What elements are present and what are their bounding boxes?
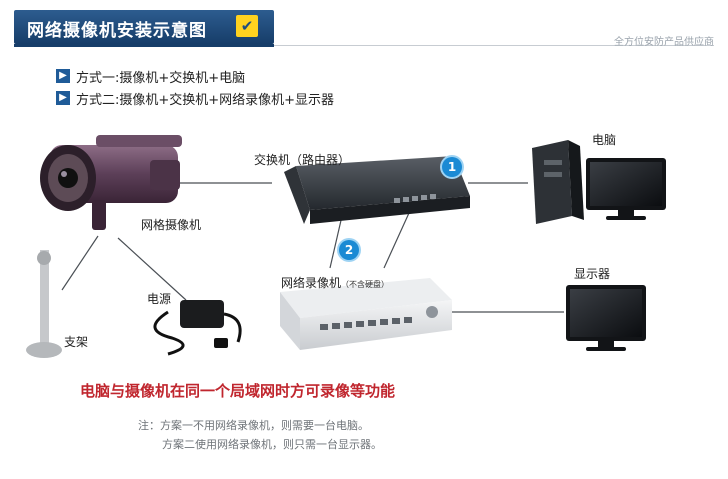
page-title: 网络摄像机安装示意图 — [27, 21, 207, 41]
connection-lines — [61, 182, 564, 313]
switch-illustration — [284, 156, 470, 224]
arrow-right-icon: ▶ — [56, 69, 70, 83]
monitor-illustration — [566, 285, 646, 351]
step-badge-2: 2 — [339, 240, 359, 260]
computer-label: 电脑 — [592, 133, 617, 147]
note-line-1: 注：方案一不用网络录像机，则需要一台电脑。 — [138, 419, 369, 432]
method-text: 方式一:摄像机+交换机+电脑 — [76, 70, 246, 86]
network-note: 电脑与摄像机在同一个局域网时方可录像等功能 — [80, 382, 396, 400]
method-item-2: ▶ 方式二:摄像机+交换机+网络录像机+显示器 — [56, 89, 335, 108]
nvr-label-note: （不含硬盘） — [341, 280, 390, 289]
switch-label: 交换机（路由器） — [254, 153, 351, 167]
method-item-1: ▶ 方式一:摄像机+交换机+电脑 — [56, 67, 246, 86]
monitor-label: 显示器 — [574, 267, 611, 281]
nvr-label-text: 网络录像机 — [281, 276, 342, 290]
note-line-2: 方案二使用网络录像机，则只需一台显示器。 — [162, 438, 382, 451]
page-subtitle: 全方位安防产品供应商 — [614, 37, 714, 48]
arrow-right-icon: ▶ — [56, 91, 70, 105]
title-bar — [14, 10, 274, 44]
check-icon: ✔ — [236, 15, 258, 37]
header-divider — [14, 45, 714, 46]
nvr-label: 网络录像机（不含硬盘） — [281, 274, 389, 291]
bracket-illustration — [26, 250, 62, 358]
line-camera-power — [117, 237, 187, 301]
power-adapter-illustration — [153, 300, 242, 356]
line-camera-bracket — [61, 235, 99, 291]
nvr-illustration — [280, 278, 452, 350]
camera-illustration — [40, 135, 182, 230]
camera-label: 网格摄像机 — [141, 218, 202, 232]
power-label: 电源 — [147, 292, 172, 306]
bracket-label: 支架 — [64, 335, 89, 349]
line-switch-nvr-left — [329, 215, 343, 269]
computer-illustration — [532, 140, 666, 224]
method-text: 方式二:摄像机+交换机+网络录像机+显示器 — [76, 92, 335, 108]
title-underline — [14, 44, 274, 47]
step-badge-1: 1 — [442, 157, 462, 177]
